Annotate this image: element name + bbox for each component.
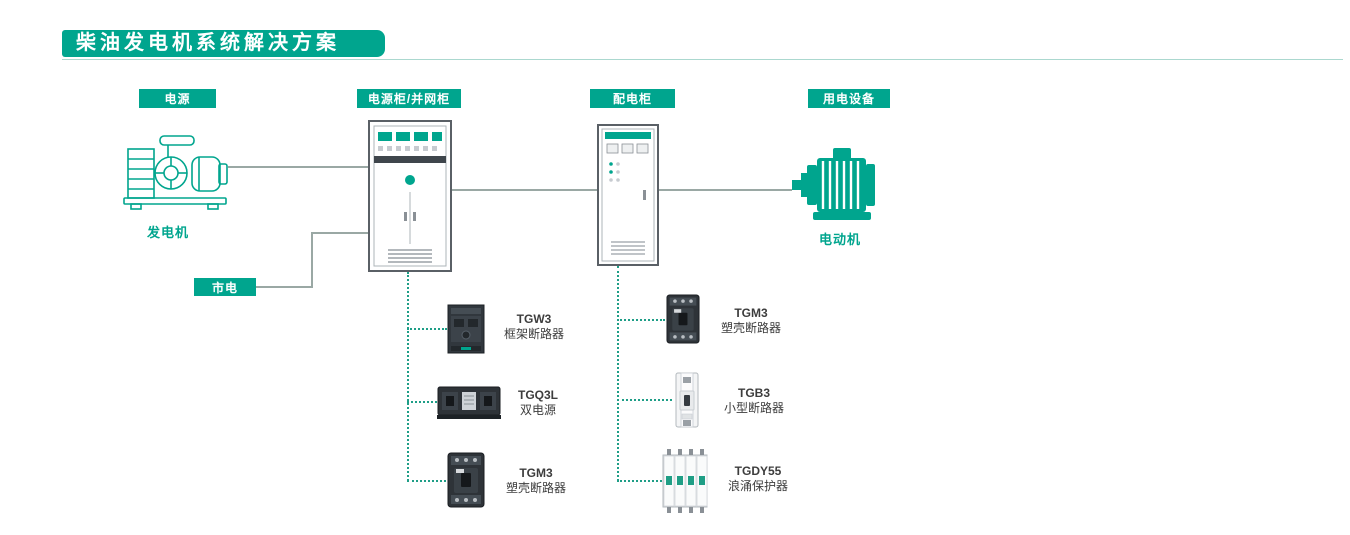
badge-power-source: 电源	[139, 89, 216, 108]
product-name: TGM3	[519, 466, 553, 480]
page-title: 柴油发电机系统解决方案	[62, 30, 385, 57]
dotted-stub-tgw3	[407, 328, 447, 330]
motor-icon	[792, 146, 884, 224]
connector-distribution-to-motor	[659, 189, 792, 191]
tgw3-frame-breaker-icon	[447, 304, 485, 354]
title-underline	[62, 59, 1343, 60]
dotted-stub-tgb3	[617, 399, 672, 401]
product-label-tgdy55: TGDY55 浪涌保护器	[710, 464, 806, 494]
product-name: TGB3	[737, 386, 770, 400]
dotted-stub-tgm3-right	[617, 319, 665, 321]
tgdy55-surge-protector-icon	[662, 449, 708, 513]
product-label-tgm3-left: TGM3 塑壳断路器	[488, 466, 584, 496]
generator-label: 发电机	[146, 225, 189, 240]
product-name: TGW3	[516, 312, 552, 326]
dotted-stub-tgdy55	[617, 480, 662, 482]
connector-generator-to-cabinet	[228, 166, 368, 168]
tgm3-mccb-icon-left	[446, 452, 486, 508]
connector-mains-vertical	[311, 232, 313, 288]
product-label-tgw3: TGW3 框架断路器	[486, 312, 582, 342]
product-name: TGQ3L	[517, 388, 558, 402]
power-cabinet-icon	[368, 120, 452, 272]
product-desc: 双电源	[519, 403, 556, 417]
product-desc: 框架断路器	[503, 327, 564, 341]
connector-mains-to-cabinet	[311, 232, 368, 234]
dotted-stub-tgm3-left	[407, 480, 446, 482]
product-name: TGM3	[734, 306, 768, 320]
tgm3-mccb-icon-right	[665, 294, 701, 344]
tgq3l-dual-power-icon	[437, 384, 501, 420]
motor-label: 电动机	[818, 232, 861, 247]
product-label-tgm3-right: TGM3 塑壳断路器	[703, 306, 799, 336]
product-desc: 塑壳断路器	[720, 321, 781, 335]
connector-cabinet-to-distribution	[452, 189, 597, 191]
product-desc: 塑壳断路器	[505, 481, 566, 495]
connector-mains-horizontal	[256, 286, 313, 288]
badge-power-cabinet: 电源柜/并网柜	[357, 89, 461, 108]
badge-mains: 市电	[194, 278, 256, 296]
product-name: TGDY55	[734, 464, 782, 478]
product-desc: 小型断路器	[723, 401, 784, 415]
dotted-branch-distribution	[617, 266, 619, 481]
badge-load-equipment: 用电设备	[808, 89, 890, 108]
product-label-tgq3l: TGQ3L 双电源	[490, 388, 586, 418]
dotted-stub-tgq3l	[407, 401, 437, 403]
dotted-branch-power-cabinet	[407, 272, 409, 481]
product-desc: 浪涌保护器	[727, 479, 788, 493]
generator-icon	[118, 120, 233, 218]
distribution-cabinet-icon	[597, 124, 659, 266]
product-label-tgb3: TGB3 小型断路器	[706, 386, 802, 416]
tgb3-mini-breaker-icon	[672, 372, 702, 428]
badge-distribution-cabinet: 配电柜	[590, 89, 675, 108]
